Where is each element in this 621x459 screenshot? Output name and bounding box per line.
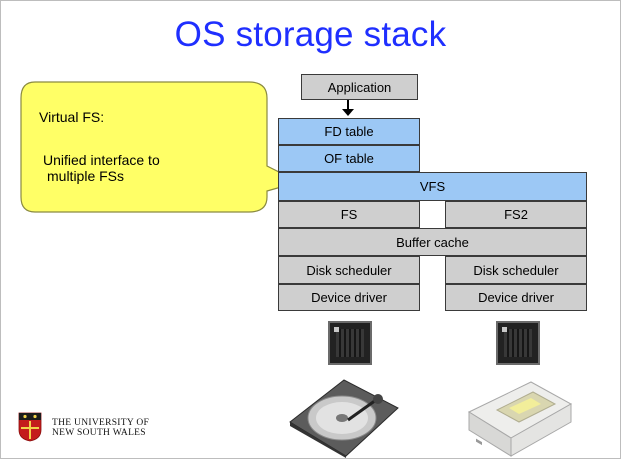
buffer-cache-box: Buffer cache (278, 228, 587, 256)
application-label: Application (327, 79, 392, 95)
fs2-label: FS2 (504, 207, 528, 222)
callout-heading: Virtual FS: (39, 109, 105, 125)
fd-table-box: FD table (278, 118, 420, 145)
arrow-down-icon (342, 109, 354, 116)
application-box: Application (301, 74, 418, 100)
fd-table-label: FD table (324, 124, 374, 139)
device-driver-right-label: Device driver (478, 290, 554, 305)
hard-disk-icon (289, 379, 399, 458)
disk-scheduler-left-box: Disk scheduler (278, 256, 420, 284)
buffer-cache-label: Buffer cache (396, 234, 469, 250)
callout-line-1: Unified interface to (43, 152, 160, 168)
university-name: THE UNIVERSITY OF NEW SOUTH WALES (52, 418, 149, 438)
disk-scheduler-right-label: Disk scheduler (473, 262, 559, 278)
university-name-line-1: THE UNIVERSITY OF (52, 418, 150, 428)
of-table-box: OF table (278, 145, 420, 172)
fs2-box: FS2 (445, 201, 587, 228)
controller-chip-icon (496, 321, 540, 365)
vfs-label: VFS (419, 179, 446, 194)
device-driver-left-box: Device driver (278, 284, 420, 311)
disk-scheduler-right-box: Disk scheduler (445, 256, 587, 284)
vfs-box: VFS (278, 172, 587, 201)
controller-chip-icon (328, 321, 372, 365)
fs-label: FS (340, 207, 358, 222)
device-driver-right-box: Device driver (445, 284, 587, 311)
university-name-line-2: NEW SOUTH WALES (52, 428, 146, 438)
disk-scheduler-left-label: Disk scheduler (306, 262, 392, 278)
arrow-down-line (347, 100, 349, 111)
callout-line-2: multiple FSs (47, 168, 125, 184)
optical-drive-icon (467, 381, 573, 457)
device-driver-left-label: Device driver (311, 290, 387, 305)
fs-box: FS (278, 201, 420, 228)
of-table-label: OF table (324, 151, 374, 166)
university-crest-icon (18, 412, 42, 442)
slide-title: OS storage stack (174, 15, 447, 54)
